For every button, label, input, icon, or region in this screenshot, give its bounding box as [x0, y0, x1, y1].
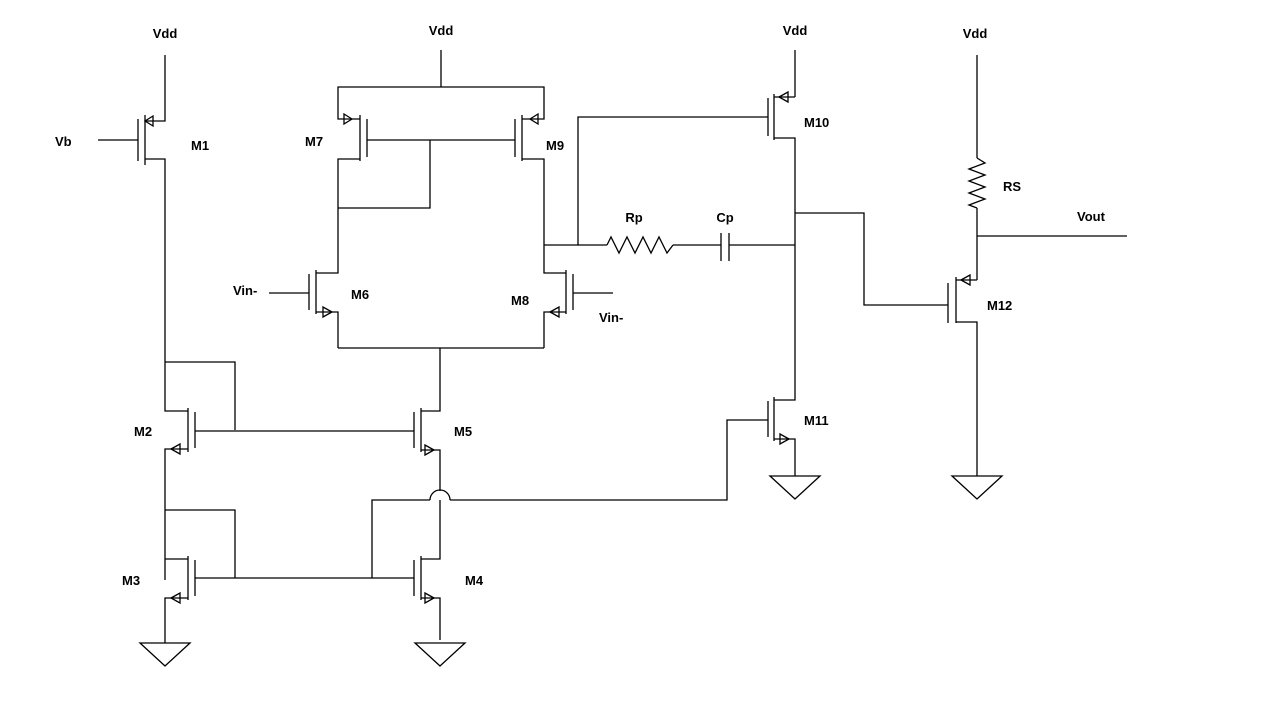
diode-connection-m7	[338, 140, 431, 209]
m3-label: M3	[122, 573, 140, 588]
vdd-rail-diff	[337, 86, 545, 115]
rs-label: RS	[1003, 179, 1021, 194]
diode-connection-m2	[165, 361, 236, 430]
m11-label: M11	[804, 413, 829, 428]
resistor-rp	[578, 235, 721, 255]
m12-label: M12	[987, 298, 1012, 313]
transistor-m11	[767, 245, 796, 476]
m1-label: M1	[191, 138, 209, 153]
m8-label: M8	[511, 293, 529, 308]
transistor-m7	[337, 112, 368, 200]
transistor-m4	[413, 500, 441, 640]
m9-label: M9	[546, 138, 564, 153]
m4-label: M4	[465, 573, 484, 588]
wire-m11-gate	[450, 419, 768, 501]
m10-label: M10	[804, 115, 829, 130]
vin-minus-label-m8: Vin-	[599, 310, 623, 325]
m6-label: M6	[351, 287, 369, 302]
ground-symbol-m11	[768, 475, 822, 500]
ground-symbol-m4	[413, 642, 467, 667]
ground-symbol-m3	[138, 640, 192, 667]
m7-label: M7	[305, 134, 323, 149]
transistor-m3	[164, 509, 236, 640]
transistor-m1	[98, 55, 166, 365]
vout-label: Vout	[1077, 209, 1106, 224]
wire-first-stage-out	[544, 116, 768, 246]
ground-symbol-m12	[950, 475, 1004, 500]
m2-label: M2	[134, 424, 152, 439]
transistor-m12	[947, 273, 978, 476]
transistor-m2	[164, 365, 196, 580]
capacitor-cp	[720, 233, 795, 261]
vb-label: Vb	[55, 134, 72, 149]
transistor-m6	[269, 200, 339, 348]
rp-label: Rp	[625, 210, 642, 225]
vdd-label-m1: Vdd	[153, 26, 178, 41]
wire-crossover-hop	[429, 489, 451, 501]
resistor-rs	[967, 55, 987, 280]
transistor-m5	[413, 348, 441, 491]
vdd-label-diff: Vdd	[429, 23, 454, 38]
cp-label: Cp	[716, 210, 733, 225]
m5-label: M5	[454, 424, 472, 439]
wire-m4-gate-to-m11-gate	[371, 499, 430, 578]
transistor-m10	[767, 50, 796, 245]
transistor-m8	[543, 200, 613, 348]
vdd-label-m10: Vdd	[783, 23, 808, 38]
vin-minus-label-m6: Vin-	[233, 283, 257, 298]
transistor-m9	[514, 112, 545, 200]
wire-second-stage-out	[795, 212, 948, 306]
vdd-label-rs: Vdd	[963, 26, 988, 41]
